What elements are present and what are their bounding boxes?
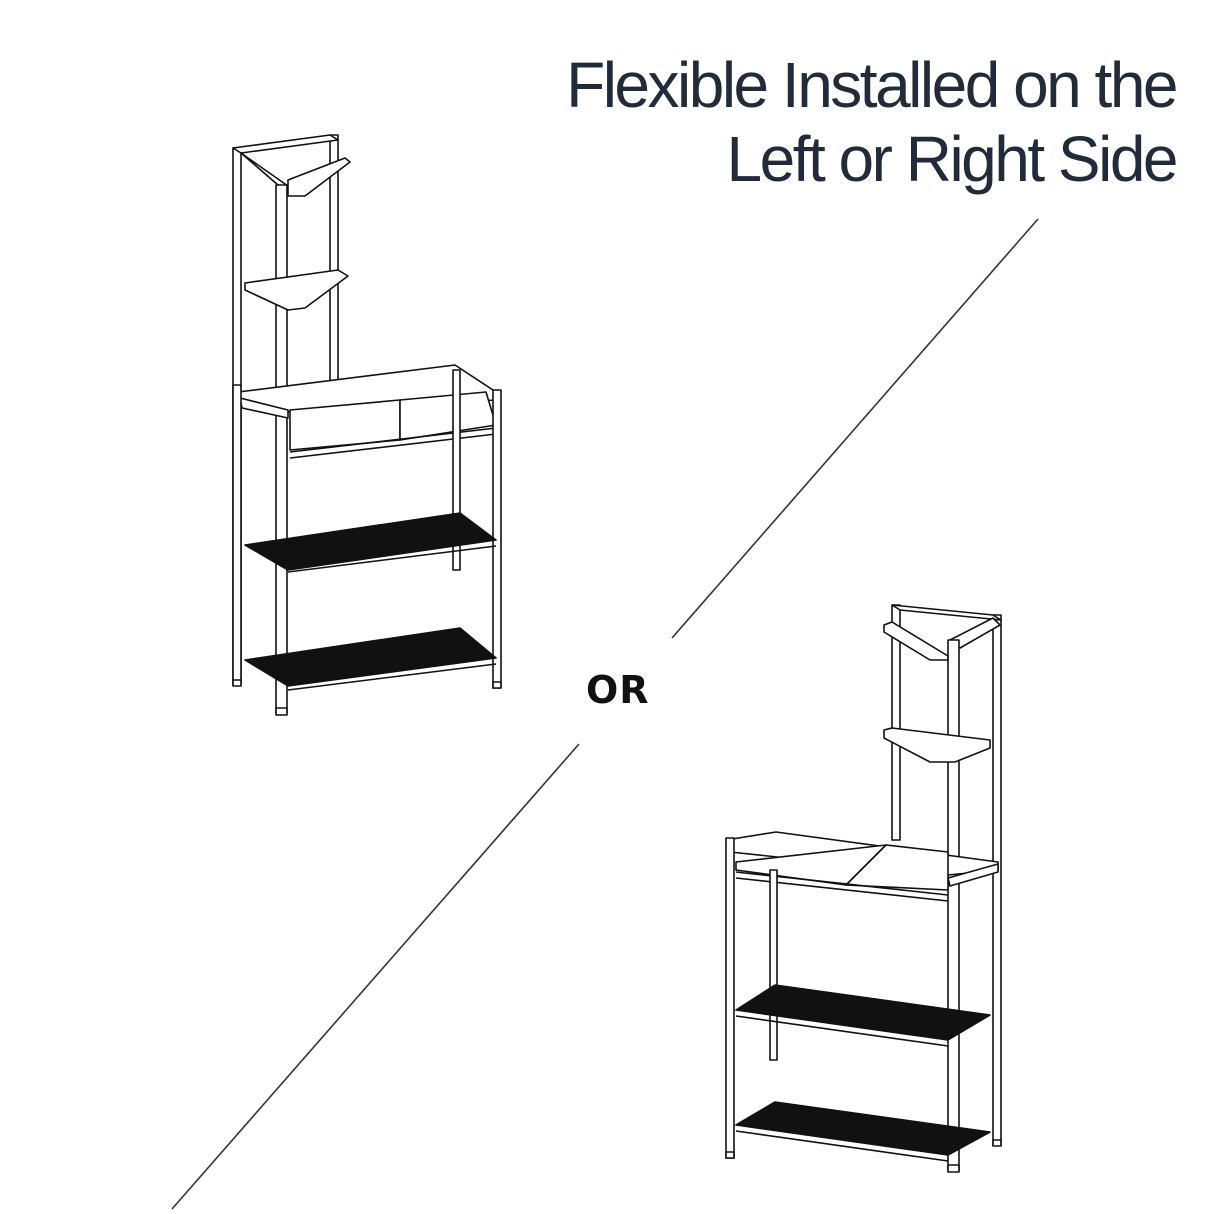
shelf-right-install — [725, 604, 1002, 1173]
headline: Flexible Installed on the Left or Right … — [566, 48, 1179, 196]
separator-line-upper — [671, 218, 1039, 639]
or-separator-label: OR — [586, 668, 650, 712]
headline-line-1: Flexible Installed on the — [566, 49, 1178, 121]
separator-line-lower — [171, 743, 580, 1210]
headline-line-2: Left or Right Side — [726, 123, 1179, 195]
shelf-left-install — [232, 134, 502, 716]
